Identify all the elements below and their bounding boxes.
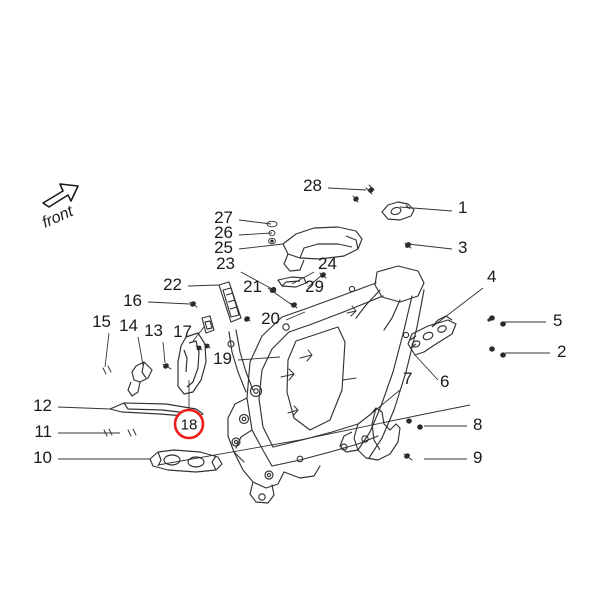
part-12-strip	[109, 402, 204, 418]
callout-label-29[interactable]: 29	[305, 277, 324, 296]
frame-chassis-part	[227, 265, 425, 504]
callout-label-5[interactable]: 5	[553, 311, 562, 330]
callout-label-27[interactable]: 27	[214, 208, 233, 227]
callout-label-20[interactable]: 20	[261, 309, 280, 328]
leader-line-15	[104, 332, 110, 368]
callout-label-9[interactable]: 9	[473, 448, 482, 467]
callout-label-6[interactable]: 6	[440, 372, 449, 391]
leader-line-7	[370, 389, 401, 415]
leader-line-long-diagonal	[157, 404, 471, 466]
fastener-parts	[102, 184, 506, 461]
callout-label-28[interactable]: 28	[303, 176, 322, 195]
callout-label-13[interactable]: 13	[144, 321, 163, 340]
leader-line-13	[162, 341, 166, 364]
leader-line-22	[187, 284, 220, 287]
callout-label-10[interactable]: 10	[33, 448, 52, 467]
callout-label-23[interactable]: 23	[216, 254, 235, 273]
part-10-bracket	[149, 449, 223, 473]
leader-lines-group	[57, 187, 550, 460]
leader-line-25	[238, 243, 284, 250]
part-24-trim	[277, 276, 307, 288]
callout-label-1[interactable]: 1	[458, 198, 467, 217]
highlight-circle	[173, 408, 205, 440]
part-14-bracket	[127, 361, 153, 397]
leader-line-26	[238, 232, 273, 236]
callout-label-21[interactable]: 21	[243, 277, 262, 296]
leader-line-20	[285, 311, 306, 321]
leader-line-12	[57, 406, 111, 410]
callout-label-22[interactable]: 22	[163, 275, 182, 294]
callout-label-14[interactable]: 14	[119, 316, 138, 335]
callout-label-15[interactable]: 15	[92, 312, 111, 331]
leader-line-1	[399, 206, 453, 212]
leader-line-16	[147, 301, 191, 305]
highlight-ring-18[interactable]: 18	[173, 408, 205, 440]
part-18-guard	[177, 332, 207, 395]
part-7-cover	[339, 407, 401, 461]
callout-label-25[interactable]: 25	[214, 238, 233, 257]
callout-label-3[interactable]: 3	[458, 238, 467, 257]
callout-label-19[interactable]: 19	[213, 349, 232, 368]
leader-line-6	[414, 354, 439, 381]
leader-line-27	[238, 219, 272, 225]
highlight-number-label: 18	[181, 417, 198, 434]
callout-label-2[interactable]: 2	[557, 342, 566, 361]
callout-label-26[interactable]: 26	[214, 223, 233, 242]
callout-label-7[interactable]: 7	[403, 369, 412, 388]
front-arrow-icon	[42, 183, 79, 208]
callout-label-12[interactable]: 12	[33, 396, 52, 415]
callout-label-16[interactable]: 16	[123, 291, 142, 310]
part-1-plate	[381, 201, 415, 221]
leader-line-21	[267, 287, 293, 306]
leader-line-14	[137, 336, 144, 366]
part-17-clip	[201, 315, 215, 334]
part-6-bracket	[407, 315, 457, 356]
callout-label-24[interactable]: 24	[318, 254, 337, 273]
callout-label-17[interactable]: 17	[173, 322, 192, 341]
leader-line-19	[237, 356, 281, 361]
callout-label-4[interactable]: 4	[487, 267, 496, 286]
leader-line-23	[240, 271, 273, 290]
leader-line-17	[192, 326, 205, 342]
part-25-cover	[282, 226, 363, 272]
leader-line-24	[291, 271, 315, 285]
part-22-rail	[218, 281, 242, 323]
leader-line-28	[327, 187, 367, 191]
callout-label-8[interactable]: 8	[473, 415, 482, 434]
leader-line-29	[307, 274, 323, 288]
front-label: front	[40, 203, 77, 232]
callout-label-11[interactable]: 11	[34, 422, 52, 441]
leader-line-3	[407, 243, 453, 250]
leader-line-4	[431, 287, 484, 328]
